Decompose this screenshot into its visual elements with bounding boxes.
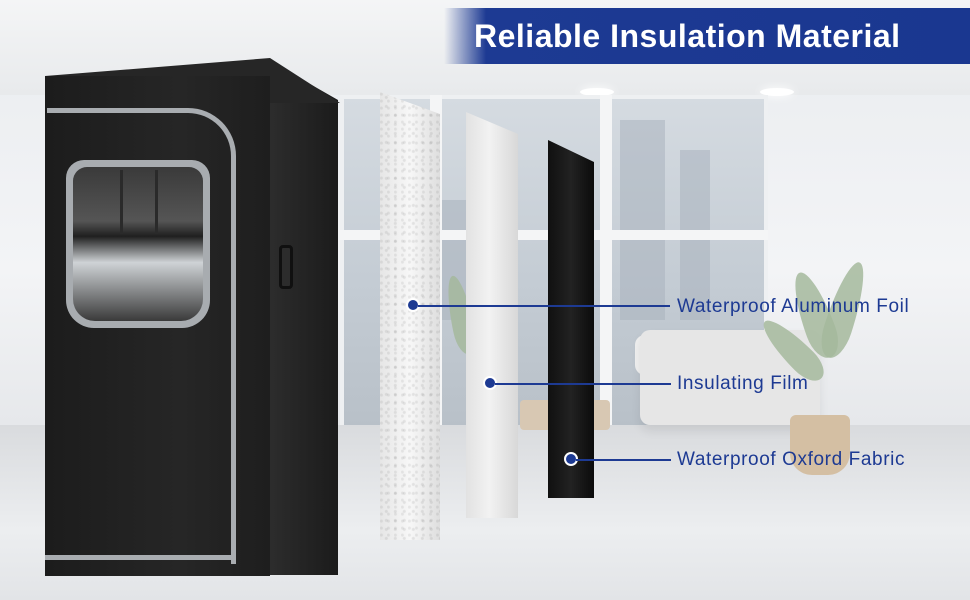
- tent-window: [73, 167, 203, 321]
- callout-dot-film: [485, 378, 495, 388]
- tent-door-zipper: [47, 108, 236, 564]
- tent-door-zipper-bottom: [45, 555, 236, 560]
- title-banner: [444, 8, 970, 64]
- callout-label-foil: Waterproof Aluminum Foil: [677, 296, 910, 317]
- tent-window-rib: [155, 170, 158, 234]
- tent-door-handle: [279, 245, 293, 289]
- ceiling-light: [760, 88, 794, 96]
- insulating-film-layer: [466, 112, 518, 518]
- callout-dot-oxford: [566, 454, 576, 464]
- aluminum-foil-layer: [380, 92, 440, 540]
- callout-line-foil: [418, 305, 670, 307]
- callout-dot-foil: [408, 300, 418, 310]
- tent-side-panel: [268, 60, 338, 575]
- oxford-fabric-layer: [548, 140, 594, 498]
- callout-line-film: [495, 383, 671, 385]
- city-building: [620, 120, 665, 320]
- banner-title: Reliable Insulation Material: [474, 18, 901, 54]
- callout-line-oxford: [576, 459, 671, 461]
- callout-label-film: Insulating Film: [677, 373, 809, 394]
- window-mullion: [600, 95, 612, 429]
- ceiling-light: [580, 88, 614, 96]
- plant-pot: [790, 415, 850, 475]
- callout-label-oxford: Waterproof Oxford Fabric: [677, 449, 906, 470]
- tent-window-rib: [120, 170, 123, 234]
